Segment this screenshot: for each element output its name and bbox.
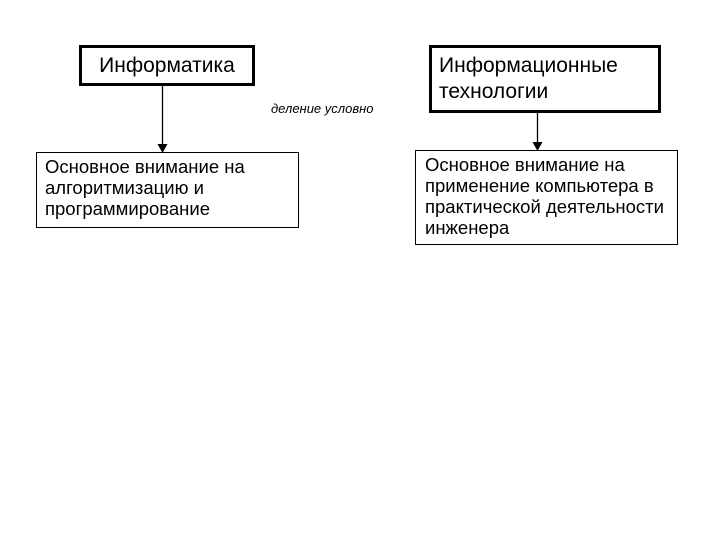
informatics-box: Информатика: [79, 45, 255, 86]
information-technologies-box: Информационные технологии: [429, 45, 661, 113]
information-technologies-box-line: технологии: [439, 80, 549, 103]
information-technologies-description-line: Основное внимание на: [425, 154, 625, 175]
informatics-description-line: алгоритмизацию и: [45, 177, 204, 198]
down-arrow-icon: [532, 113, 543, 151]
information-technologies-description-line: практической деятельности: [425, 196, 664, 217]
information-technologies-box-line: Информационные: [439, 54, 618, 77]
division-conditional-caption: деление условно: [271, 101, 374, 116]
information-technologies-description-line: применение компьютера в: [425, 175, 654, 196]
informatics-description-line: программирование: [45, 198, 211, 219]
informatics-description-box: Основное внимание на алгоритмизацию и пр…: [36, 152, 299, 228]
down-arrow-icon: [157, 86, 168, 153]
informatics-description-line: Основное внимание на: [45, 156, 245, 177]
informatics-box-label: Информатика: [99, 53, 235, 77]
information-technologies-description-line: инженера: [425, 217, 510, 238]
information-technologies-description-box: Основное внимание на применение компьюте…: [415, 150, 678, 245]
